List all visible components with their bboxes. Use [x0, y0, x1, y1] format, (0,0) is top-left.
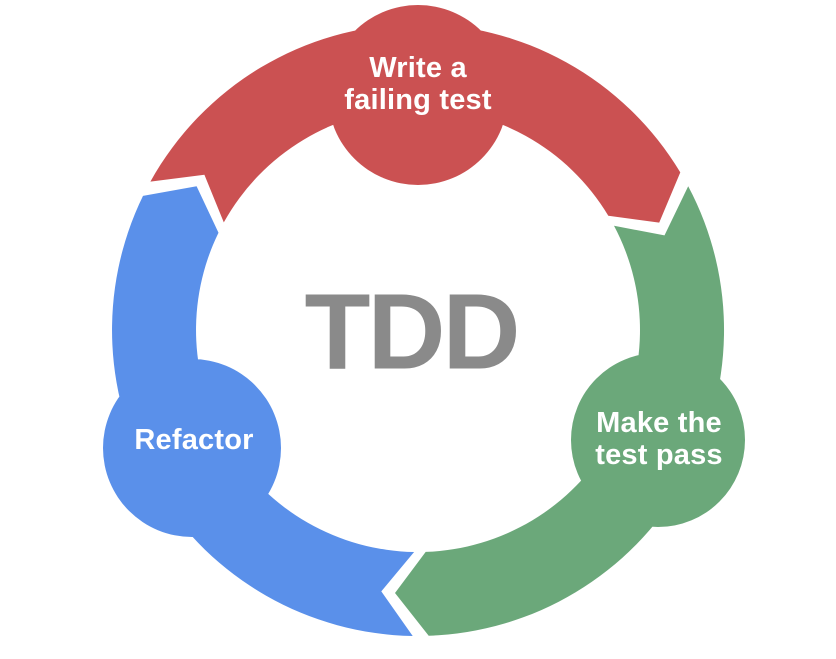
arc-make-test-pass	[395, 186, 746, 636]
arc-write-failing-test	[150, 5, 681, 223]
step-label-refactor: Refactor	[134, 424, 254, 456]
arc-refactor	[103, 186, 415, 636]
step-label-make-test-pass: Make the test pass	[595, 407, 723, 471]
center-title: TDD	[304, 270, 521, 392]
step-label-write-failing-test: Write a failing test	[344, 52, 492, 116]
